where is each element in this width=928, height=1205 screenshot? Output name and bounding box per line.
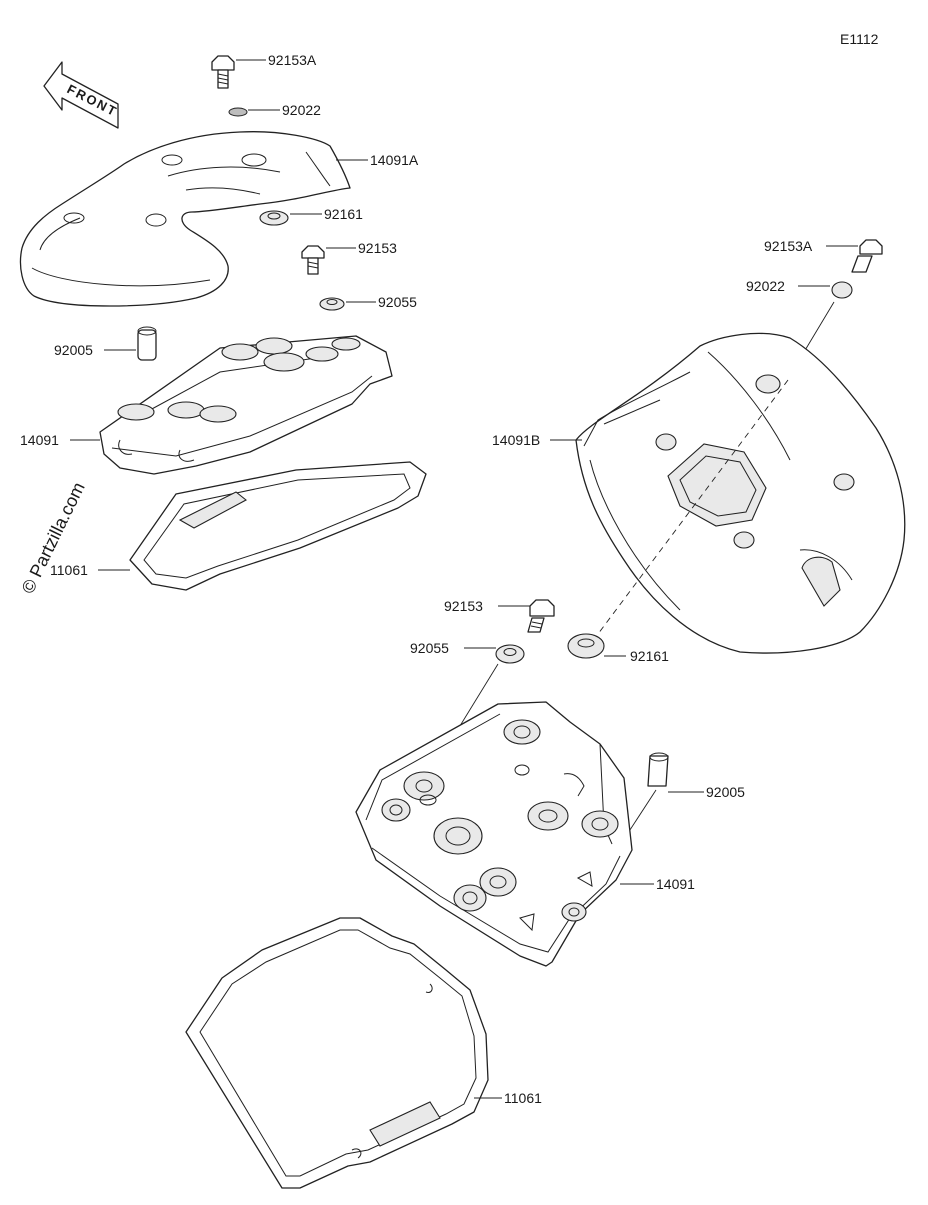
label-14091-left: 14091: [20, 432, 59, 448]
label-92161-left: 92161: [324, 206, 363, 222]
diagram-code: E1112: [840, 31, 879, 47]
bolt-top-right: [851, 239, 883, 273]
cover-14091b: [575, 332, 906, 654]
gasket-11061-left: [129, 461, 427, 591]
label-11061-left: 11061: [50, 562, 88, 578]
label-11061-right: 11061: [504, 1090, 542, 1106]
head-cover-14091-right: [355, 701, 633, 967]
label-92055-left: 92055: [378, 294, 417, 310]
bolt-top-left: [211, 55, 235, 89]
label-14091-right: 14091: [656, 876, 695, 892]
label-92022-left: 92022: [282, 102, 321, 118]
bolt-92153-right: [527, 599, 555, 633]
label-92005-right: 92005: [706, 784, 745, 800]
label-14091b: 14091B: [492, 432, 540, 448]
front-arrow-icon: FRONT: [43, 61, 120, 129]
label-14091a: 14091A: [370, 152, 419, 168]
watermark: © Partzilla.com: [18, 479, 89, 597]
gasket-11061-right: [185, 917, 489, 1189]
label-92161-right: 92161: [630, 648, 669, 664]
head-cover-14091-left: [99, 335, 393, 475]
washer-92022-left: [228, 107, 248, 117]
label-92055-right: 92055: [410, 640, 449, 656]
washer-92055-left: [319, 297, 345, 311]
label-92005-left: 92005: [54, 342, 93, 358]
bolt-92153-left: [301, 245, 325, 275]
label-92153a-left: 92153A: [268, 52, 317, 68]
washer-92022-right: [831, 281, 853, 299]
label-92153-left: 92153: [358, 240, 397, 256]
washer-92055-right: [495, 644, 525, 664]
dowel-92005-left: [137, 326, 157, 361]
grommet-92161-right: [567, 633, 605, 659]
label-92022-right: 92022: [746, 278, 785, 294]
dowel-92005-right: [647, 752, 669, 787]
grommet-92161-left: [259, 210, 289, 226]
label-92153a-right: 92153A: [764, 238, 813, 254]
label-92153-right: 92153: [444, 598, 483, 614]
cover-14091a: [19, 131, 351, 307]
